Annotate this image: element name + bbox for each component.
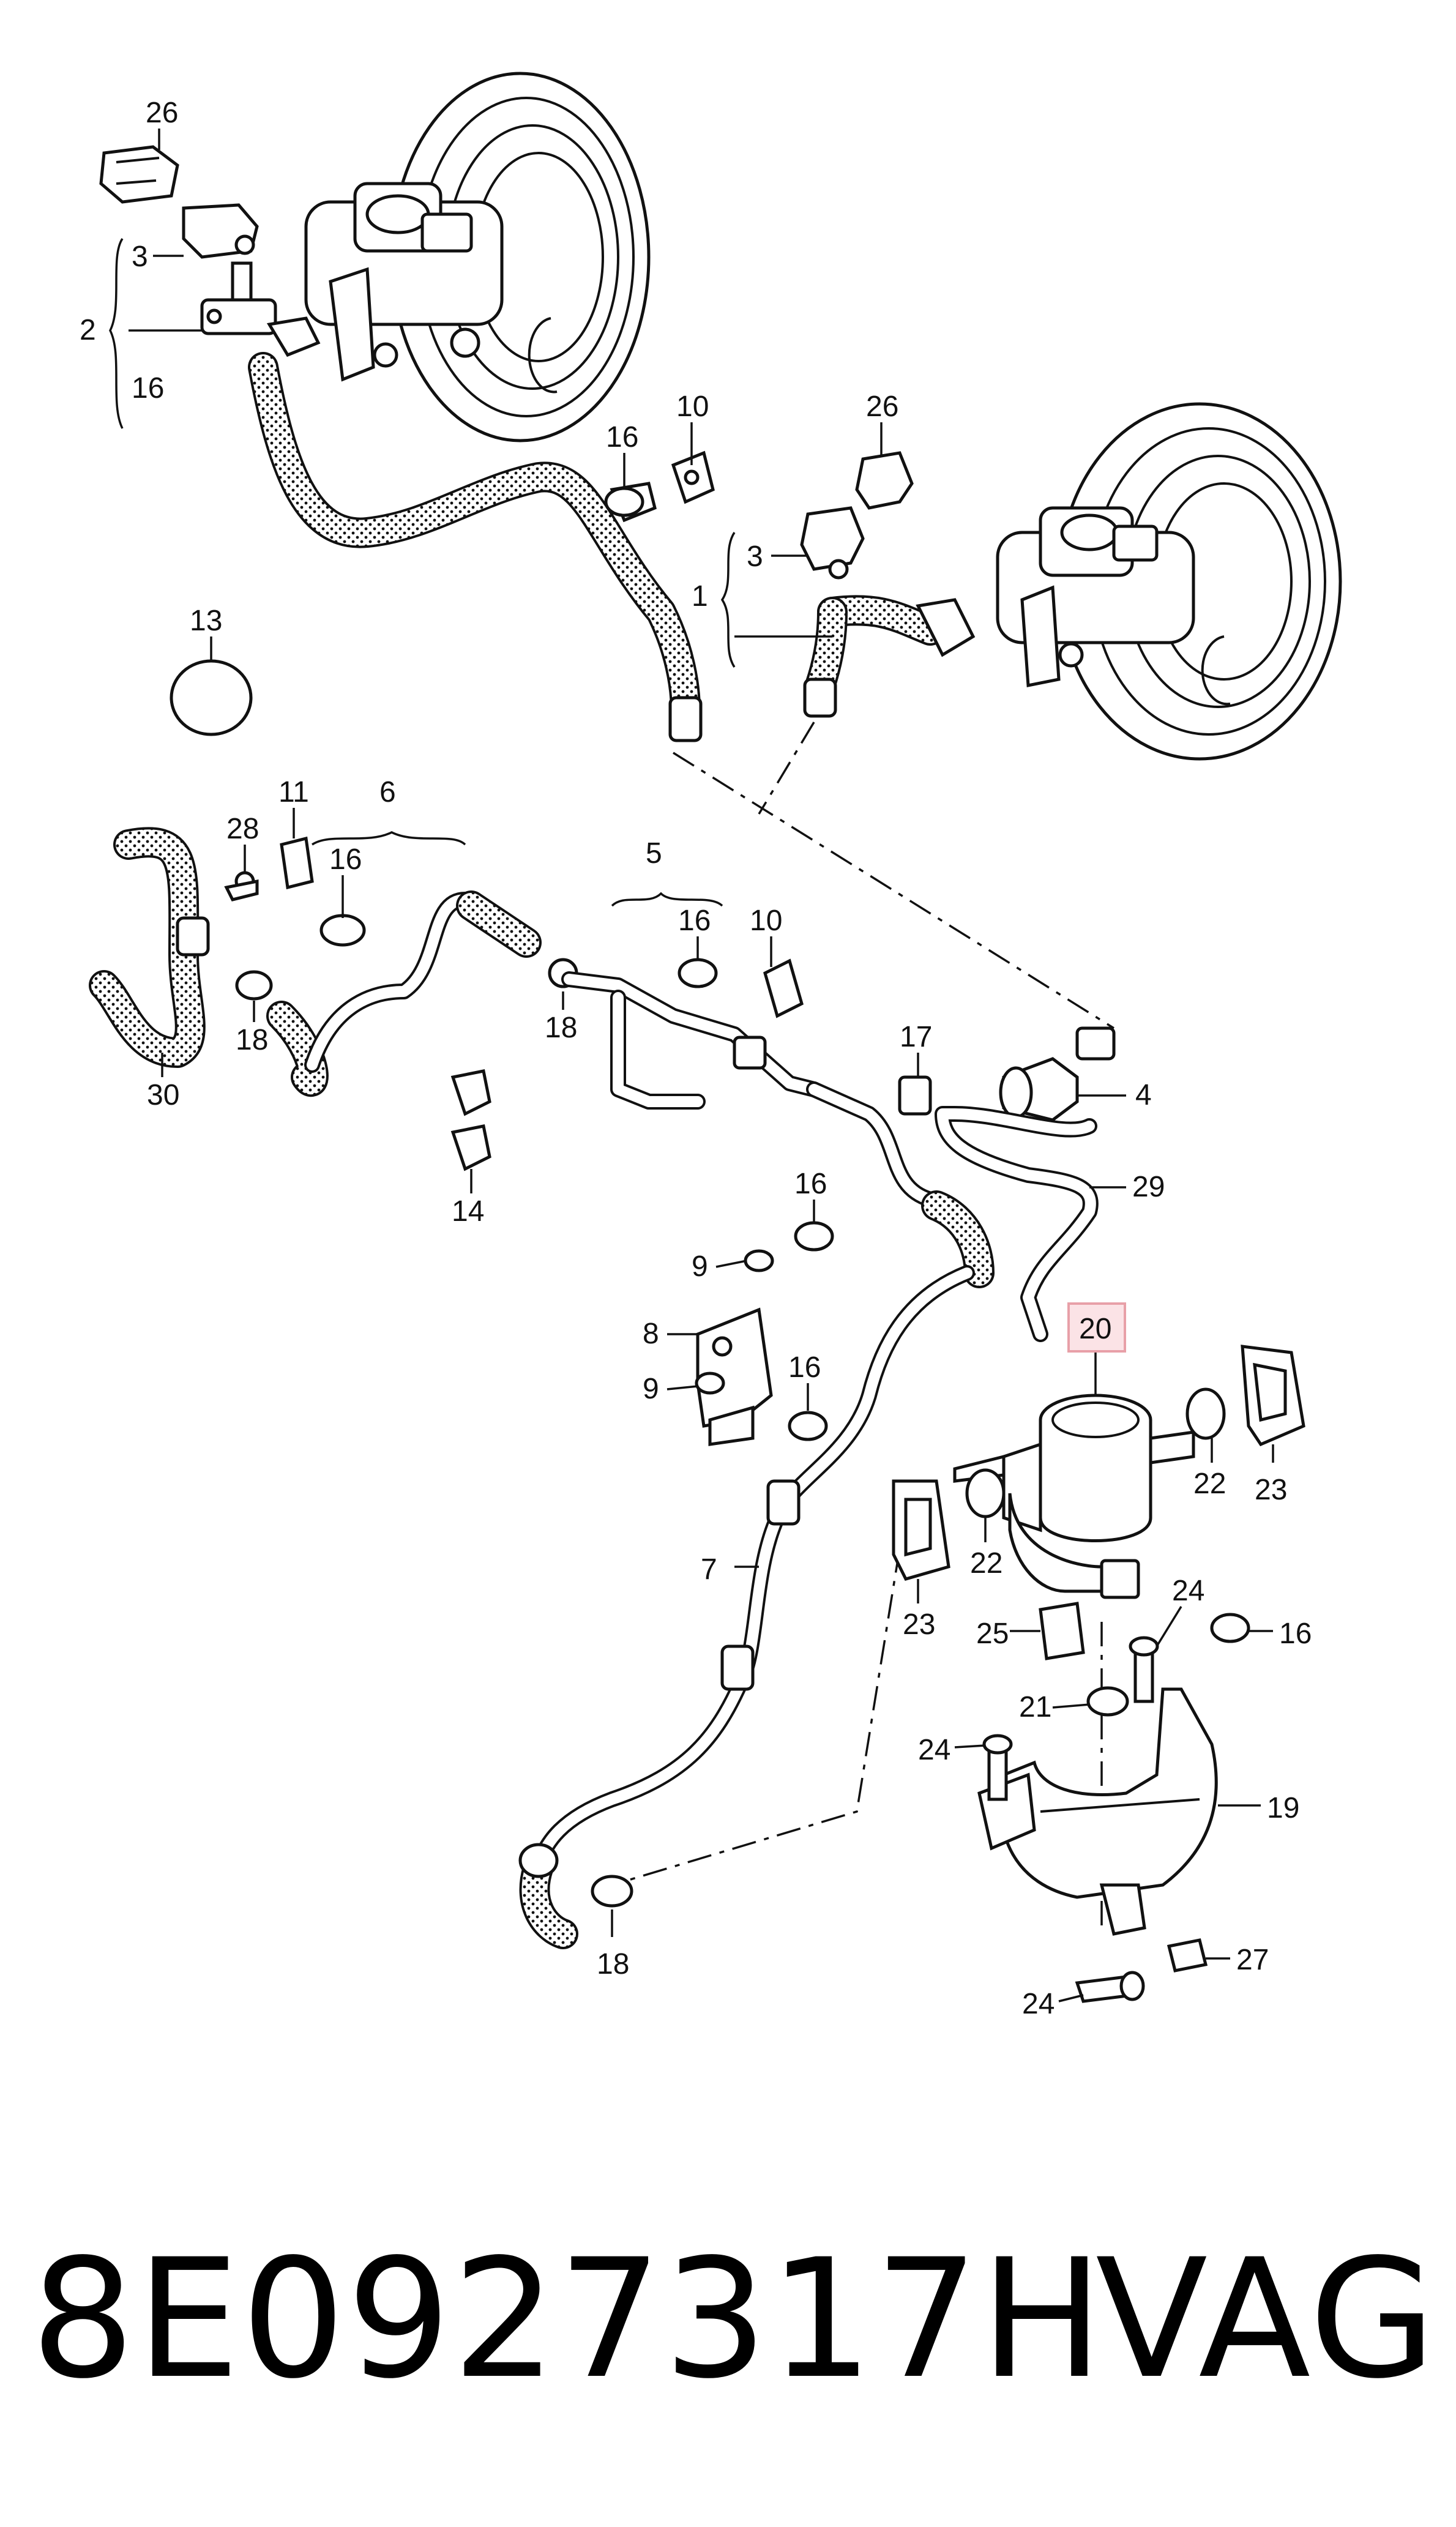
callout-19[interactable]: 19: [1267, 1792, 1299, 1824]
callout-13[interactable]: 13: [190, 605, 222, 637]
callout-29[interactable]: 29: [1132, 1171, 1165, 1203]
callout-26[interactable]: 26: [866, 390, 898, 423]
callout-1[interactable]: 1: [692, 580, 708, 613]
callout-16[interactable]: 16: [1279, 1618, 1312, 1650]
callout-5[interactable]: 5: [646, 837, 662, 870]
brake-booster-lower: [996, 402, 1342, 761]
hose-clamp-upper: [604, 482, 657, 523]
nut-9-lower: [695, 1372, 725, 1395]
callout-23[interactable]: 23: [903, 1608, 935, 1641]
pressure-sensor-lower: [800, 451, 976, 657]
hose-30: [89, 827, 210, 1068]
callout-8[interactable]: 8: [643, 1318, 659, 1350]
bolt-24-c: [1075, 1971, 1145, 2003]
callout-25[interactable]: 25: [976, 1618, 1009, 1650]
footer: 8E0927317H VAG: [0, 2228, 1456, 2411]
hose-7: [518, 1265, 975, 1949]
dash-line-booster: [673, 752, 1114, 1029]
damper-22-right: [1185, 1387, 1226, 1440]
hose-5: [561, 971, 822, 1110]
clamp-18-lower: [591, 1875, 633, 1908]
grommet-21: [1086, 1686, 1129, 1717]
callout-24[interactable]: 24: [1022, 1988, 1055, 2020]
callout-16[interactable]: 16: [794, 1168, 827, 1200]
clamp-16-bracket-right: [1210, 1613, 1250, 1643]
clamp-16-bracket-upper: [794, 1221, 834, 1252]
callout-22[interactable]: 22: [1193, 1468, 1226, 1500]
callout-labels: 26 3 2 16 16 10 26 3 1 13 11 6 28 16 5 1…: [80, 97, 1312, 2020]
callout-16[interactable]: 16: [788, 1351, 821, 1384]
callout-9[interactable]: 9: [643, 1373, 659, 1405]
clamp-16-mid: [678, 958, 718, 988]
callout-20[interactable]: 20: [1079, 1313, 1111, 1345]
plug-10-mid: [763, 958, 804, 1018]
callout-27[interactable]: 27: [1236, 1944, 1269, 1976]
hose-6: [266, 890, 578, 1097]
callout-26[interactable]: 26: [146, 97, 178, 129]
callout-3[interactable]: 3: [747, 540, 763, 573]
clip-11: [224, 836, 314, 901]
callout-14[interactable]: 14: [452, 1195, 484, 1228]
vacuum-line-main: [806, 1081, 995, 1288]
brand-name: VAG: [1096, 2224, 1438, 2415]
callout-3[interactable]: 3: [132, 241, 148, 273]
part-number: 8E0927317H: [31, 2224, 1105, 2415]
callout-28[interactable]: 28: [226, 813, 259, 845]
hose-29: [935, 1106, 1099, 1342]
check-valve-4: [999, 1026, 1116, 1122]
callout-11[interactable]: 11: [278, 776, 309, 808]
clip-27: [1167, 1938, 1208, 1973]
callout-21[interactable]: 21: [1019, 1691, 1051, 1723]
leader-lines: [109, 129, 1274, 2003]
callout-10[interactable]: 10: [676, 390, 709, 423]
dash-line-pump: [611, 1548, 901, 1886]
callout-18[interactable]: 18: [545, 1012, 577, 1044]
callout-23[interactable]: 23: [1255, 1474, 1287, 1506]
callout-22[interactable]: 22: [970, 1547, 1002, 1580]
clamp-16-mid-left: [319, 914, 366, 947]
mount-23-left: [892, 1479, 950, 1581]
vacuum-pump-20: [953, 1394, 1195, 1599]
bracket-19: [977, 1687, 1218, 1936]
bolt-24-b: [982, 1734, 1013, 1801]
bracket-8: [696, 1307, 773, 1446]
callout-16[interactable]: 16: [678, 905, 711, 937]
cap-13: [170, 659, 253, 736]
callout-9[interactable]: 9: [692, 1250, 708, 1283]
callout-18[interactable]: 18: [236, 1024, 268, 1056]
dash-line-booster-2: [758, 722, 815, 815]
connector-25: [1039, 1602, 1085, 1660]
callout-16[interactable]: 16: [329, 843, 362, 876]
callout-18[interactable]: 18: [597, 1948, 629, 1980]
callout-16[interactable]: 16: [132, 372, 164, 405]
callout-6[interactable]: 6: [379, 776, 396, 808]
callout-10[interactable]: 10: [750, 905, 782, 937]
damper-22-left: [965, 1468, 1006, 1518]
plug-10-upper: [671, 450, 715, 504]
callout-7[interactable]: 7: [701, 1553, 717, 1586]
callout-2[interactable]: 2: [80, 314, 96, 346]
callout-30[interactable]: 30: [147, 1079, 179, 1111]
callout-16[interactable]: 16: [606, 421, 638, 454]
bolt-24-a: [1129, 1636, 1159, 1703]
mount-23-right: [1241, 1345, 1305, 1447]
pressure-sensor-upper: [99, 145, 321, 357]
clips-14: [450, 1069, 491, 1171]
callout-24[interactable]: 24: [1172, 1575, 1204, 1607]
highlight-box-20: [1067, 1302, 1126, 1353]
nut-9-upper: [744, 1249, 774, 1272]
clamp-17: [898, 1075, 932, 1116]
clamp-16-bracket-lower: [788, 1411, 828, 1441]
callout-24[interactable]: 24: [918, 1734, 950, 1766]
vacuum-hose-upper: [248, 352, 703, 742]
brake-booster-upper: [304, 72, 651, 442]
vacuum-hose-lower-booster: [803, 597, 848, 718]
callout-17[interactable]: 17: [900, 1021, 932, 1053]
callout-4[interactable]: 4: [1135, 1079, 1152, 1111]
clamp-18-mid-left: [235, 970, 273, 1001]
